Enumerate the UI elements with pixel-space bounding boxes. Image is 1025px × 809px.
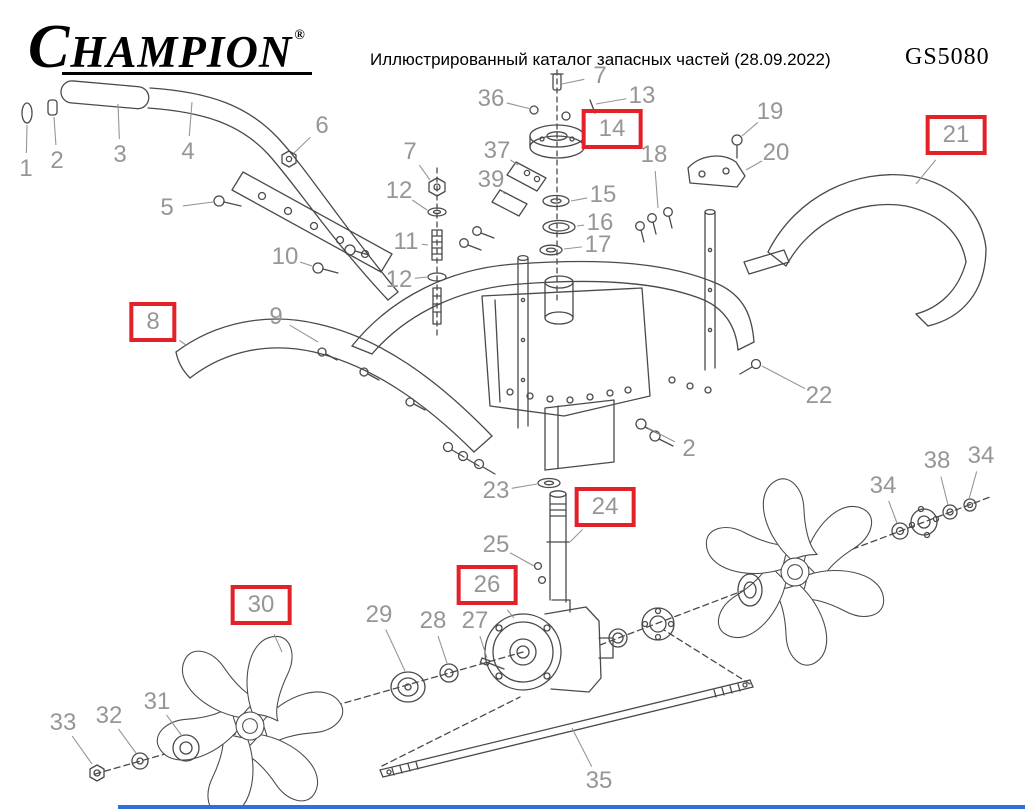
part-label-2: 2 — [682, 435, 696, 462]
part-label-10: 10 — [271, 243, 299, 270]
part-label-12: 12 — [385, 177, 413, 204]
part-label-34: 34 — [869, 472, 897, 499]
part-label-34: 34 — [967, 442, 995, 469]
part-label-2: 2 — [50, 147, 64, 174]
part-label-28: 28 — [419, 607, 447, 634]
part-label-38: 38 — [923, 447, 951, 474]
part-label-19: 19 — [756, 98, 784, 125]
part-label-26[interactable]: 26 — [456, 565, 518, 605]
page-title: Иллюстрированный каталог запасных частей… — [370, 50, 831, 69]
part-label-7: 7 — [593, 62, 607, 89]
part-label-14[interactable]: 14 — [581, 109, 643, 149]
part-label-4: 4 — [181, 138, 195, 165]
part-label-5: 5 — [160, 194, 174, 221]
part-label-22: 22 — [805, 382, 833, 409]
part-label-37: 37 — [483, 137, 511, 164]
brand-logo: CHAMPION® — [28, 16, 306, 78]
part-label-21[interactable]: 21 — [925, 115, 987, 155]
registered-trademark: ® — [294, 28, 306, 43]
part-label-17: 17 — [584, 231, 612, 258]
part-label-3: 3 — [113, 141, 127, 168]
brand-logo-flourish — [62, 72, 312, 75]
part-label-1: 1 — [19, 155, 33, 182]
part-label-31: 31 — [143, 688, 171, 715]
part-label-39: 39 — [477, 166, 505, 193]
part-label-16: 16 — [586, 209, 614, 236]
part-label-11: 11 — [393, 228, 419, 255]
part-label-20: 20 — [762, 139, 790, 166]
part-label-32: 32 — [95, 702, 123, 729]
part-label-13: 13 — [628, 82, 656, 109]
part-label-9: 9 — [269, 303, 283, 330]
part-label-29: 29 — [365, 601, 393, 628]
part-label-15: 15 — [589, 181, 617, 208]
part-label-6: 6 — [315, 112, 329, 139]
part-label-25: 25 — [482, 531, 510, 558]
part-label-35: 35 — [585, 767, 613, 794]
part-label-36: 36 — [477, 85, 505, 112]
part-label-24[interactable]: 24 — [574, 487, 636, 527]
part-label-18: 18 — [640, 141, 668, 168]
part-label-30[interactable]: 30 — [230, 585, 292, 625]
part-label-23: 23 — [482, 477, 510, 504]
part-label-33: 33 — [49, 709, 77, 736]
part-label-8[interactable]: 8 — [129, 302, 177, 342]
bottom-rule — [118, 805, 1025, 809]
model-number: GS5080 — [905, 44, 990, 70]
part-label-27: 27 — [461, 607, 489, 634]
part-label-7: 7 — [403, 138, 417, 165]
part-label-12: 12 — [385, 266, 413, 293]
